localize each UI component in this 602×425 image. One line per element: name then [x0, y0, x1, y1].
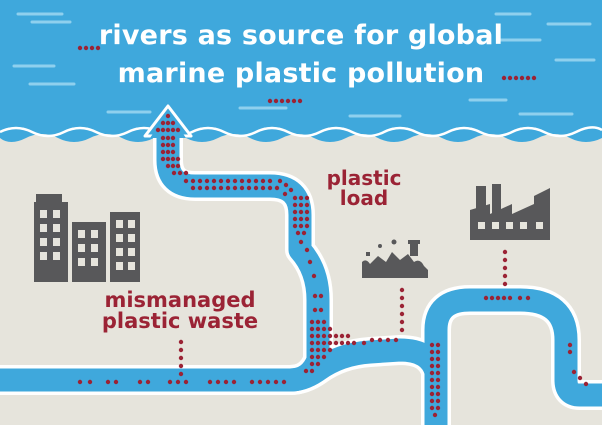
factory-icon: [470, 184, 550, 240]
mismanaged-line-1: mismanaged: [104, 288, 256, 312]
river-plastic-dots: [77, 113, 589, 418]
feeder-dots: [178, 249, 508, 377]
plastic-load-line-1: plastic: [326, 166, 402, 190]
landfill-icon: [362, 239, 428, 278]
title-line-1: rivers as source for global: [98, 20, 504, 51]
buildings-icon: [34, 194, 140, 282]
plastic-load-label: plastic load: [318, 168, 410, 208]
sea-plastic-dots: [77, 45, 537, 104]
shore-wave: [0, 126, 602, 138]
mismanaged-waste-label: mismanaged plastic waste: [100, 290, 260, 332]
sea-wave-dashes: [12, 12, 596, 118]
mismanaged-line-2: plastic waste: [101, 309, 259, 333]
plastic-load-line-2: load: [339, 186, 389, 210]
title-line-2: marine plastic pollution: [117, 58, 485, 89]
sea: [0, 0, 602, 142]
